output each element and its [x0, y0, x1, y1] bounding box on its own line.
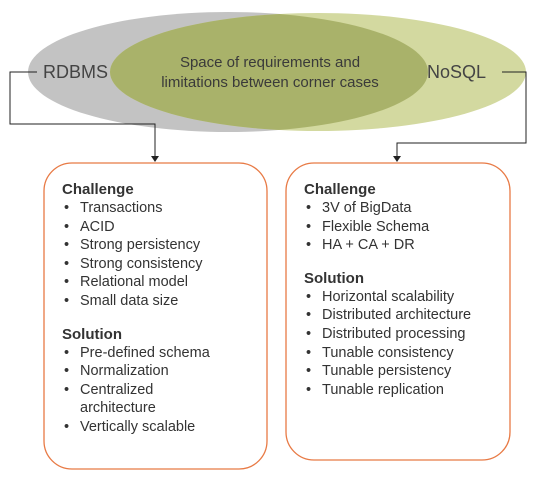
nosql-challenge-heading: Challenge: [304, 181, 376, 198]
list-item: •Distributed processing: [306, 325, 466, 342]
nosql-solution-heading: Solution: [304, 269, 364, 287]
rdbms-connector: [9, 71, 156, 160]
list-item: •Tunable replication: [306, 381, 444, 398]
rdbms-solution-list: •Pre-defined schema •Normalization •Cent…: [62, 344, 262, 437]
center-label: Space of requirements and limitations be…: [120, 53, 420, 93]
list-item: •Vertically scalable: [64, 418, 196, 435]
nosql-connector: [396, 71, 527, 160]
center-label-line-2: limitations between corner cases: [161, 74, 379, 91]
rdbms-challenge-list: •Transactions •ACID •Strong persistency …: [62, 199, 262, 311]
list-item: •ACID: [64, 218, 115, 235]
nosql-box-border: [285, 162, 511, 461]
rdbms-box: Challenge •Transactions •ACID •Strong pe…: [62, 180, 262, 437]
list-item: •Relational model: [64, 274, 189, 291]
list-item: •Flexible Schema: [306, 218, 430, 235]
rdbms-label: RDBMS: [43, 62, 109, 82]
nosql-box: Challenge •3V of BigData •Flexible Schem…: [304, 180, 509, 399]
nosql-solution-list: •Horizontal scalability •Distributed arc…: [304, 288, 509, 400]
nosql-label: NoSQL: [427, 62, 487, 82]
list-item: •Tunable persistency: [306, 363, 452, 380]
list-item: •Strong consistency: [64, 255, 203, 272]
nosql-connector-arrowhead: [393, 156, 401, 162]
list-item: •Pre-defined schema: [64, 344, 210, 361]
rdbms-challenge-heading: Challenge: [62, 181, 134, 198]
rdbms-connector-arrowhead: [151, 156, 159, 162]
list-item: •Normalization: [64, 363, 169, 380]
list-item: •Horizontal scalability: [306, 288, 455, 305]
list-item: •Centralized: [64, 381, 154, 398]
nosql-challenge-list: •3V of BigData •Flexible Schema •HA + CA…: [304, 199, 509, 255]
list-item: •Tunable consistency: [306, 344, 454, 361]
rdbms-solution-heading: Solution: [62, 325, 122, 343]
list-item: •Small data size: [64, 292, 179, 309]
center-label-line-1: Space of requirements and: [179, 54, 361, 71]
list-item: •3V of BigData: [306, 200, 412, 216]
list-item: •Strong persistency: [64, 237, 201, 254]
list-item: •Transactions: [64, 200, 163, 216]
list-item-continuation: architecture: [80, 400, 156, 417]
list-item: •Distributed architecture: [306, 307, 472, 324]
list-item: •HA + CA + DR: [306, 237, 415, 254]
rdbms-box-border: [43, 162, 268, 470]
